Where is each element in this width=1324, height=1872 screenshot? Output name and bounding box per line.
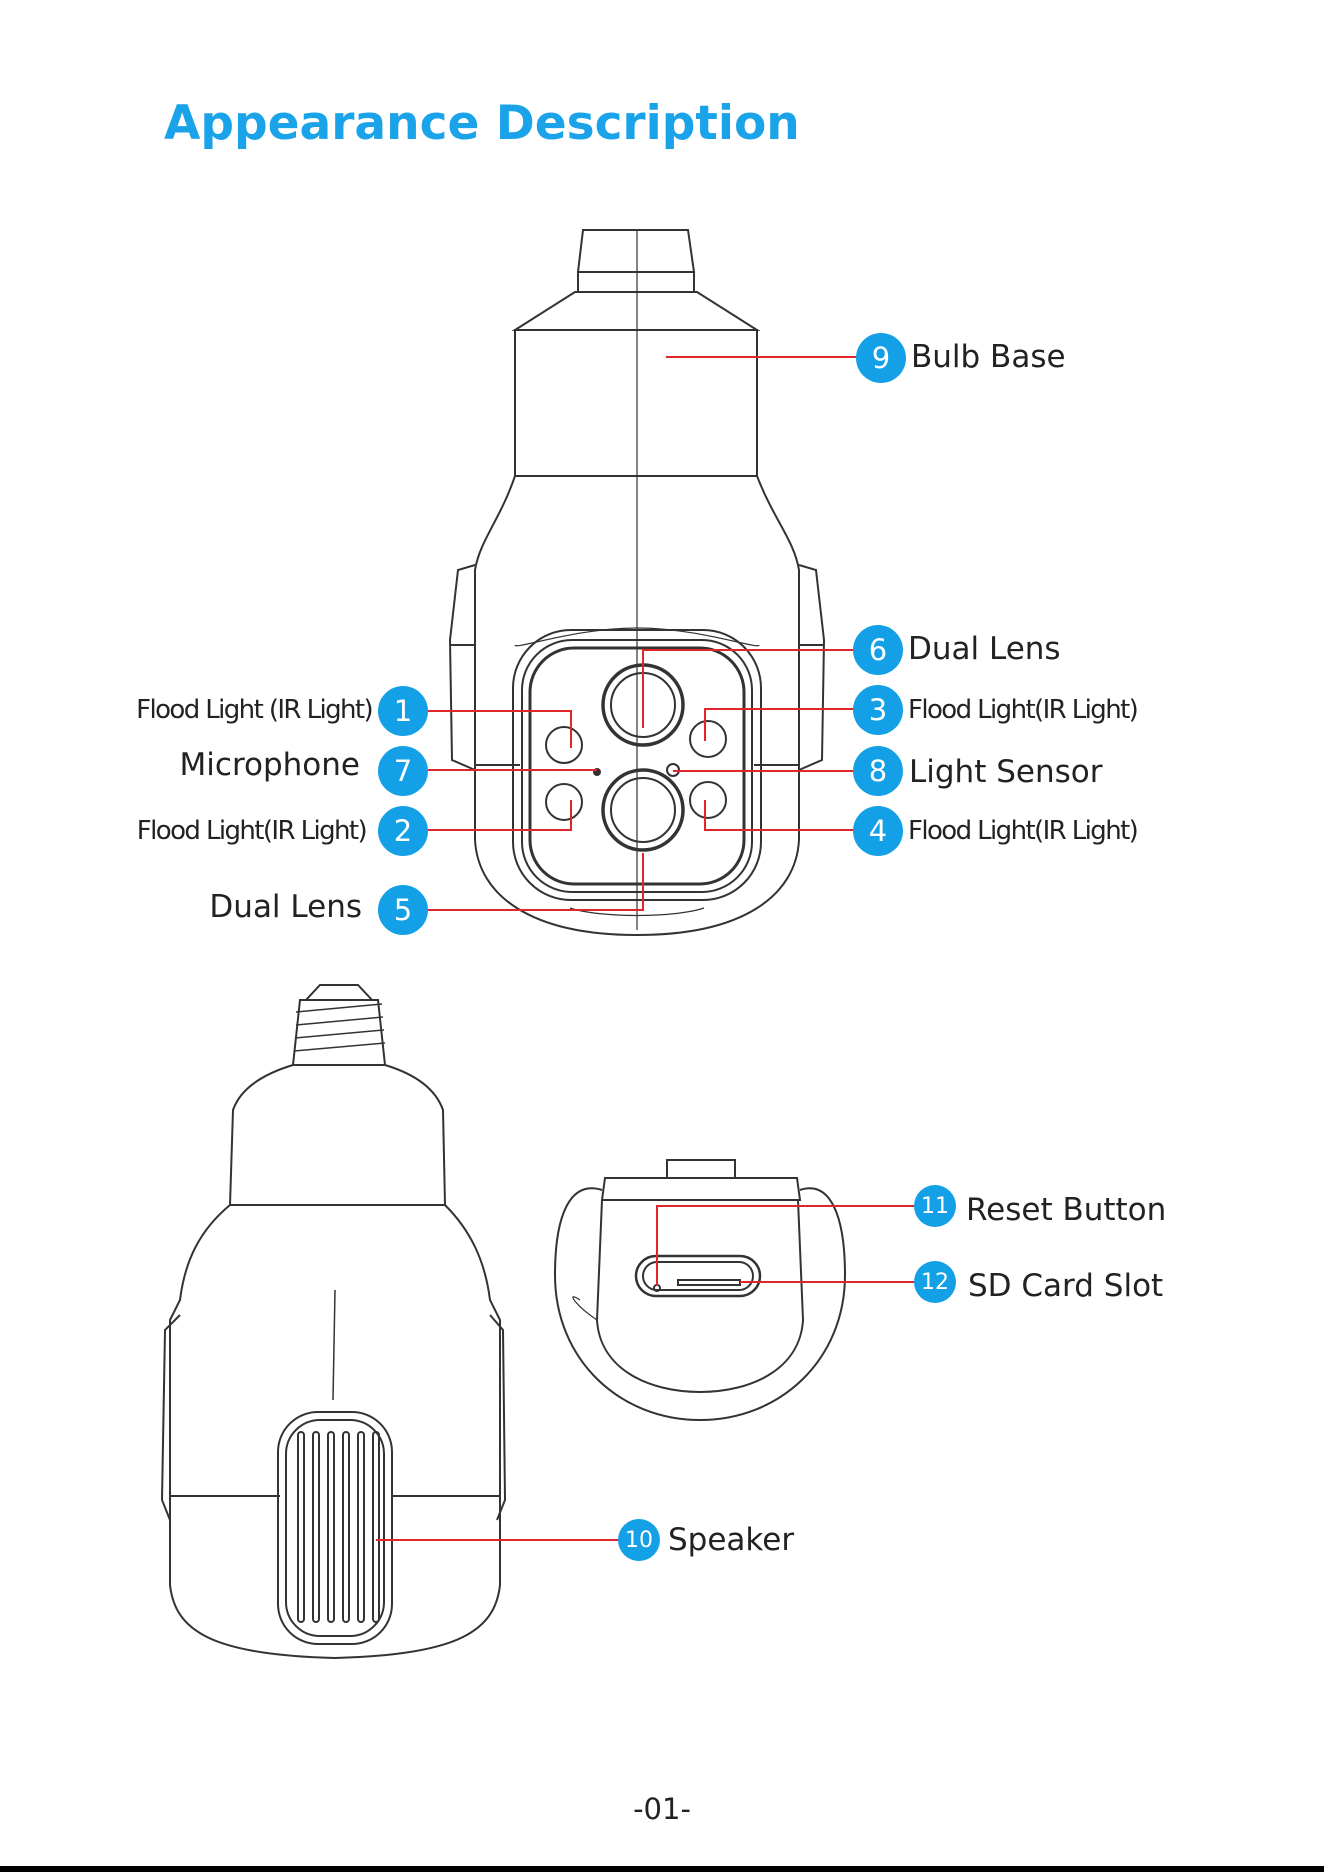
- callout-label-dual-lens-top: Dual Lens: [908, 634, 1061, 665]
- callout-label-reset-button: Reset Button: [966, 1195, 1166, 1226]
- page-number: -01-: [0, 1792, 1324, 1826]
- bottom-view-illustration: [555, 1160, 845, 1420]
- leader-line-3: [705, 709, 860, 741]
- callout-badge-8: 8: [853, 746, 903, 796]
- callout-badge-9: 9: [856, 333, 906, 383]
- callout-label-bulb-base: Bulb Base: [911, 342, 1066, 373]
- callout-badge-12: 12: [914, 1261, 956, 1303]
- callout-label-light-sensor: Light Sensor: [909, 757, 1102, 788]
- callout-badge-6: 6: [853, 625, 903, 675]
- callout-badge-4: 4: [853, 806, 903, 856]
- callout-label-flood-light-4: Flood Light(IR Light): [908, 818, 1137, 844]
- callout-badge-3: 3: [853, 685, 903, 735]
- callout-badge-11: 11: [914, 1185, 956, 1227]
- callout-badge-5: 5: [378, 885, 428, 935]
- leader-line-11: [657, 1206, 918, 1286]
- callout-label-speaker: Speaker: [668, 1525, 794, 1556]
- callout-label-microphone: Microphone: [100, 750, 360, 781]
- callout-label-flood-light-1: Flood Light (IR Light): [100, 697, 372, 723]
- leader-line-2: [428, 800, 571, 830]
- leader-line-4: [705, 800, 860, 830]
- callout-label-dual-lens-bottom: Dual Lens: [100, 892, 362, 923]
- callout-badge-1: 1: [378, 686, 428, 736]
- leader-line-1: [428, 711, 571, 748]
- bottom-border: [0, 1866, 1324, 1872]
- callout-badge-7: 7: [378, 746, 428, 796]
- callout-label-flood-light-3: Flood Light(IR Light): [908, 697, 1137, 723]
- rear-camera-illustration: [162, 985, 505, 1658]
- callout-label-sd-card-slot: SD Card Slot: [968, 1271, 1163, 1302]
- callout-badge-2: 2: [378, 806, 428, 856]
- callout-badge-10: 10: [618, 1519, 660, 1561]
- callout-label-flood-light-2: Flood Light(IR Light): [100, 818, 366, 844]
